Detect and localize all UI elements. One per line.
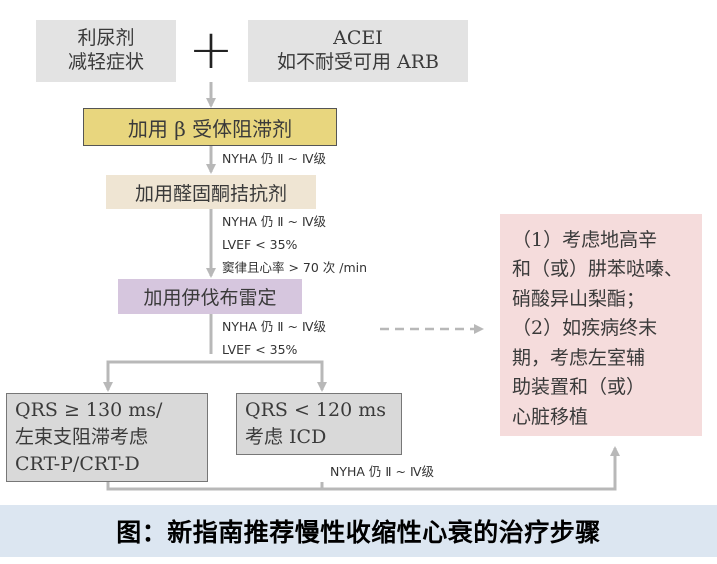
beta-blocker-box: 加用 β 受体阻滞剂	[83, 108, 337, 146]
plus-sign: +	[188, 18, 234, 81]
arrow-to-advanced	[106, 446, 620, 491]
aldosterone-box: 加用醛固酮拮抗剂	[106, 175, 316, 209]
caption-bar: 图：新指南推荐慢性收缩性心衰的治疗步骤	[0, 505, 717, 557]
ivabradine-label: 加用伊伐布雷定	[143, 287, 277, 309]
icd-line-2: 考虑 ICD	[245, 426, 327, 448]
advanced-line-7: 心脏移植	[512, 405, 589, 428]
advanced-therapy-box: （1）考虑地高辛 和（或）肼苯哒嗪、 硝酸异山梨酯； （2）如疾病终末 期，考虑…	[500, 214, 702, 436]
diuretic-box: 利尿剂 减轻症状	[36, 20, 176, 82]
advanced-line-1: （1）考虑地高辛	[512, 229, 658, 251]
aldosterone-label: 加用醛固酮拮抗剂	[134, 182, 287, 205]
lvef-label-2: LVEF < 35%	[222, 342, 298, 357]
arrow-split	[106, 360, 324, 386]
acei-line-2: 如不耐受可用 ARB	[276, 51, 440, 73]
ivabradine-box: 加用伊伐布雷定	[118, 279, 302, 314]
nyha-label-2: NYHA 仍 Ⅱ ~ Ⅳ级	[222, 214, 326, 229]
advanced-line-2: 和（或）肼苯哒嗪、	[512, 258, 684, 281]
crt-line-3: CRT-P/CRT-D	[15, 452, 140, 475]
advanced-line-5: 期，考虑左室辅	[512, 346, 646, 369]
nyha-label-1: NYHA 仍 Ⅱ ~ Ⅳ级	[222, 151, 326, 166]
lvef-label-1: LVEF < 35%	[222, 237, 298, 252]
icd-box: QRS < 120 ms 考虑 ICD	[236, 393, 402, 455]
nyha-label-3: NYHA 仍 Ⅱ ~ Ⅳ级	[222, 319, 326, 334]
beta-blocker-label: 加用 β 受体阻滞剂	[127, 116, 293, 141]
diuretic-line-2: 减轻症状	[67, 51, 144, 73]
caption-text: 图：新指南推荐慢性收缩性心衰的治疗步骤	[116, 518, 601, 547]
crt-line-1: QRS ≥ 130 ms/	[15, 399, 163, 422]
nyha-label-4: NYHA 仍 Ⅱ ~ Ⅳ级	[330, 464, 434, 479]
sinus-rhythm-label: 窦律且心率 > 70 次 /min	[222, 260, 368, 275]
advanced-line-3: 硝酸异山梨酯；	[512, 287, 646, 310]
advanced-line-4: （2）如疾病终末	[512, 317, 658, 340]
acei-line-1: ACEI	[333, 27, 383, 50]
icd-line-1: QRS < 120 ms	[245, 399, 386, 422]
crt-line-2: 左束支阻滞考虑	[15, 426, 149, 449]
acei-box: ACEI 如不耐受可用 ARB	[248, 20, 468, 82]
advanced-line-6: 助装置和（或）	[512, 376, 646, 399]
crt-box: QRS ≥ 130 ms/ 左束支阻滞考虑 CRT-P/CRT-D	[6, 393, 208, 482]
diuretic-line-1: 利尿剂	[77, 27, 135, 50]
